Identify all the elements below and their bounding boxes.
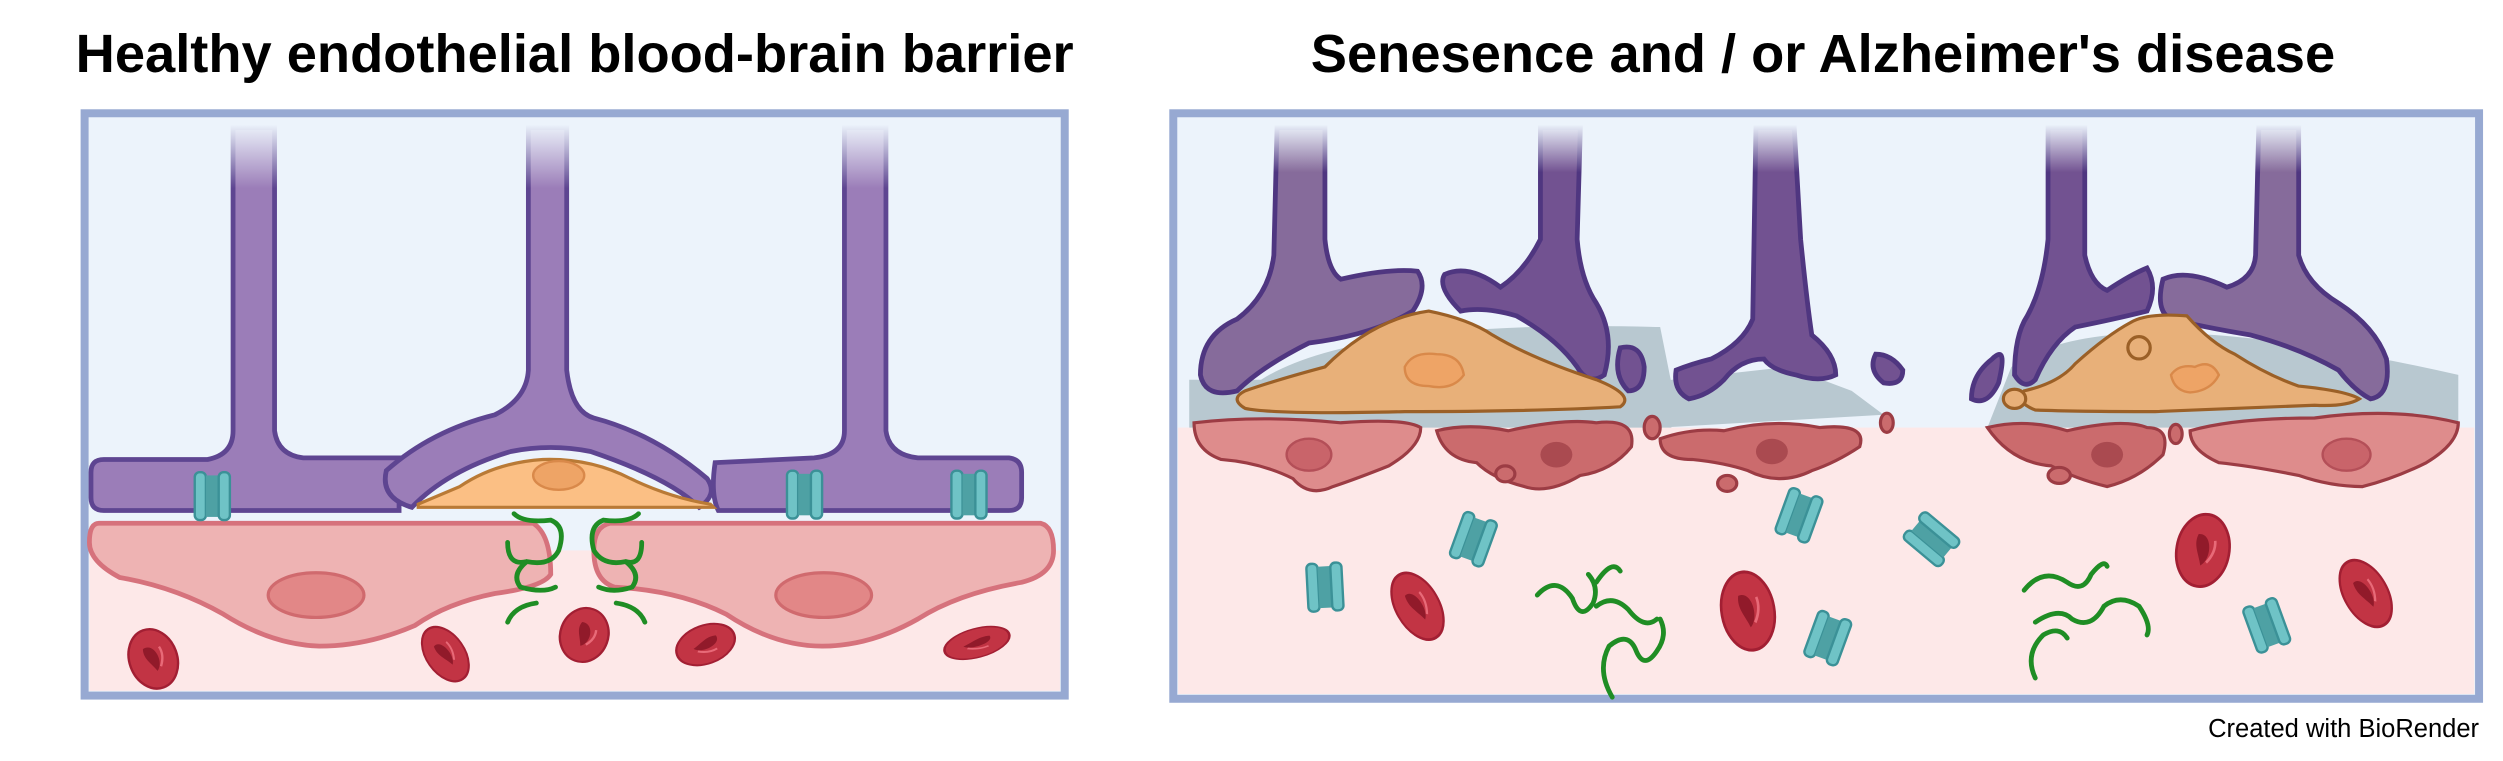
transporter-icon bbox=[193, 471, 232, 522]
nucleus bbox=[774, 571, 874, 620]
tight-junction-proteins bbox=[505, 511, 648, 625]
healthy-panel-title: Healthy endothelial blood-brain barrier bbox=[76, 24, 1074, 84]
endothelial-cells bbox=[86, 520, 1056, 649]
astrocyte bbox=[1198, 124, 2390, 404]
tight-junction-proteins bbox=[1534, 561, 2151, 700]
healthy-bbb-panel bbox=[80, 109, 1069, 700]
pericyte bbox=[416, 457, 718, 509]
transporter-icon bbox=[1304, 561, 1345, 614]
biorender-credit: Created with BioRender bbox=[2208, 715, 2479, 743]
disease-bbb-panel bbox=[1169, 109, 2484, 703]
disease-panel-title: Senesence and / or Alzheimer's disease bbox=[1311, 24, 2335, 84]
astrocyte bbox=[88, 124, 1025, 513]
transporter-icon bbox=[785, 469, 824, 520]
pericyte bbox=[1235, 309, 2363, 415]
transporter-icon bbox=[950, 469, 988, 520]
nucleus bbox=[266, 571, 366, 620]
endothelial-cells bbox=[1192, 411, 2460, 493]
